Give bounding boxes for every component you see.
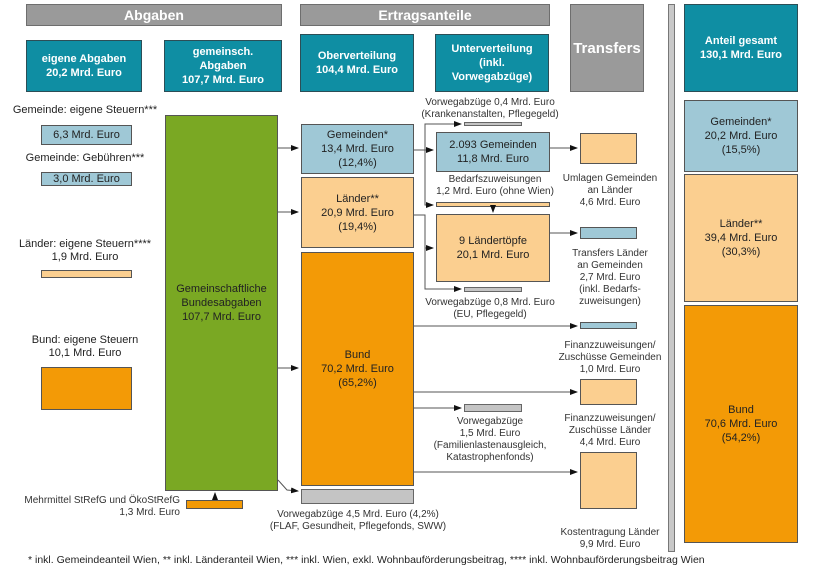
box-gemeinde-gebuehren: 3,0 Mrd. Euro — [41, 172, 132, 186]
box-eigene-abgaben: eigene Abgaben 20,2 Mrd. Euro — [26, 40, 142, 92]
arrow-gem-to-bedarf — [424, 150, 434, 208]
box-anteil-gesamt: Anteil gesamt 130,1 Mrd. Euro — [684, 4, 798, 92]
header-transfers-label: Transfers — [573, 39, 641, 57]
header-transfers: Transfers — [570, 4, 644, 92]
box-bund-steuern — [41, 367, 132, 410]
box-fz-gemeinden — [580, 322, 637, 329]
box-fz-laender — [580, 379, 637, 405]
header-ertragsanteile: Ertragsanteile — [300, 4, 550, 26]
label-mehrmittel: Mehrmittel StRefG und ÖkoStRefG 1,3 Mrd.… — [24, 495, 180, 518]
label-vorweg-15: Vorwegabzüge 1,5 Mrd. Euro (Familienlast… — [433, 416, 547, 463]
box-vorweg-15 — [464, 404, 522, 412]
box-kostentragung — [580, 452, 637, 509]
label-gemeinde-steuern: Gemeinde: eigene Steuern*** — [12, 104, 158, 116]
header-ertragsanteile-label: Ertragsanteile — [378, 7, 472, 23]
label-kostentragung: Kostentragung Länder 9,9 Mrd. Euro — [560, 527, 660, 550]
box-transfers-laender — [580, 227, 637, 239]
column-separator — [668, 4, 675, 552]
value-gemeinde-gebuehren: 3,0 Mrd. Euro — [53, 173, 120, 185]
arrow-laender-to-vorweg08 — [424, 248, 462, 292]
box-unterverteilung: Unterverteilung (inkl. Vorwegabzüge) — [435, 34, 549, 92]
arrow-gem-to-vorweg04 — [414, 121, 462, 151]
label-vorweg-04: Vorwegabzüge 0,4 Mrd. Euro (Krankenansta… — [421, 97, 559, 120]
label-fz-gemeinden: Finanzzuweisungen/ Zuschüsse Gemeinden 1… — [558, 340, 662, 375]
label-laender-steuern: Länder: eigene Steuern**** 1,9 Mrd. Euro — [18, 238, 152, 263]
box-gemeinde-steuern: 6,3 Mrd. Euro — [41, 125, 132, 145]
box-vorweg-08 — [464, 287, 522, 292]
box-mehrmittel — [186, 500, 243, 509]
label-bund-steuern: Bund: eigene Steuern 10,1 Mrd. Euro — [31, 334, 139, 359]
header-abgaben-label: Abgaben — [124, 7, 184, 23]
box-ober-laender: Länder** 20,9 Mrd. Euro (19,4%) — [301, 177, 414, 248]
box-ober-gemeinden: Gemeinden* 13,4 Mrd. Euro (12,4%) — [301, 124, 414, 174]
box-vorweg-04 — [464, 122, 522, 126]
label-transfers-laender: Transfers Länder an Gemeinden 2,7 Mrd. E… — [572, 248, 648, 307]
box-anteil-gemeinden: Gemeinden* 20,2 Mrd. Euro (15,5%) — [684, 100, 798, 172]
box-laendertoepfe: 9 Ländertöpfe 20,1 Mrd. Euro — [436, 214, 550, 282]
box-ober-vorwegabzuege — [301, 489, 414, 504]
box-anteil-laender: Länder** 39,4 Mrd. Euro (30,3%) — [684, 174, 798, 302]
box-laender-steuern — [41, 270, 132, 278]
label-vorweg-08: Vorwegabzüge 0,8 Mrd. Euro (EU, Pflegege… — [425, 297, 555, 320]
label-gemeinde-gebuehren: Gemeinde: Gebühren*** — [25, 152, 145, 164]
label-bedarfszuweisungen: Bedarfszuweisungen 1,2 Mrd. Euro (ohne W… — [436, 174, 554, 197]
value-gemeinde-steuern: 6,3 Mrd. Euro — [53, 129, 120, 141]
box-gemeinschaftliche-bundesabgaben: Gemeinschaftliche Bundesabgaben 107,7 Mr… — [165, 115, 278, 491]
box-anteil-bund: Bund 70,6 Mrd. Euro (54,2%) — [684, 305, 798, 543]
header-abgaben: Abgaben — [26, 4, 282, 26]
arrow-to-ober-vorweg — [277, 479, 299, 494]
label-ober-vorwegabzuege: Vorwegabzüge 4,5 Mrd. Euro (4,2%) (FLAF,… — [269, 509, 447, 532]
box-oberverteilung: Oberverteilung 104,4 Mrd. Euro — [300, 34, 414, 92]
label-umlagen: Umlagen Gemeinden an Länder 4,6 Mrd. Eur… — [562, 173, 658, 208]
box-umlagen — [580, 133, 637, 164]
label-fz-laender: Finanzzuweisungen/ Zuschüsse Länder 4,4 … — [564, 413, 656, 448]
arrow-laender-to-toepfe — [414, 214, 434, 251]
box-unter-gemeinden: 2.093 Gemeinden 11,8 Mrd. Euro — [436, 132, 550, 172]
box-gemeinsch-abgaben: gemeinsch. Abgaben 107,7 Mrd. Euro — [164, 40, 282, 92]
footnote: * inkl. Gemeindeanteil Wien, ** inkl. Lä… — [28, 554, 705, 566]
box-ober-bund: Bund 70,2 Mrd. Euro (65,2%) — [301, 252, 414, 486]
